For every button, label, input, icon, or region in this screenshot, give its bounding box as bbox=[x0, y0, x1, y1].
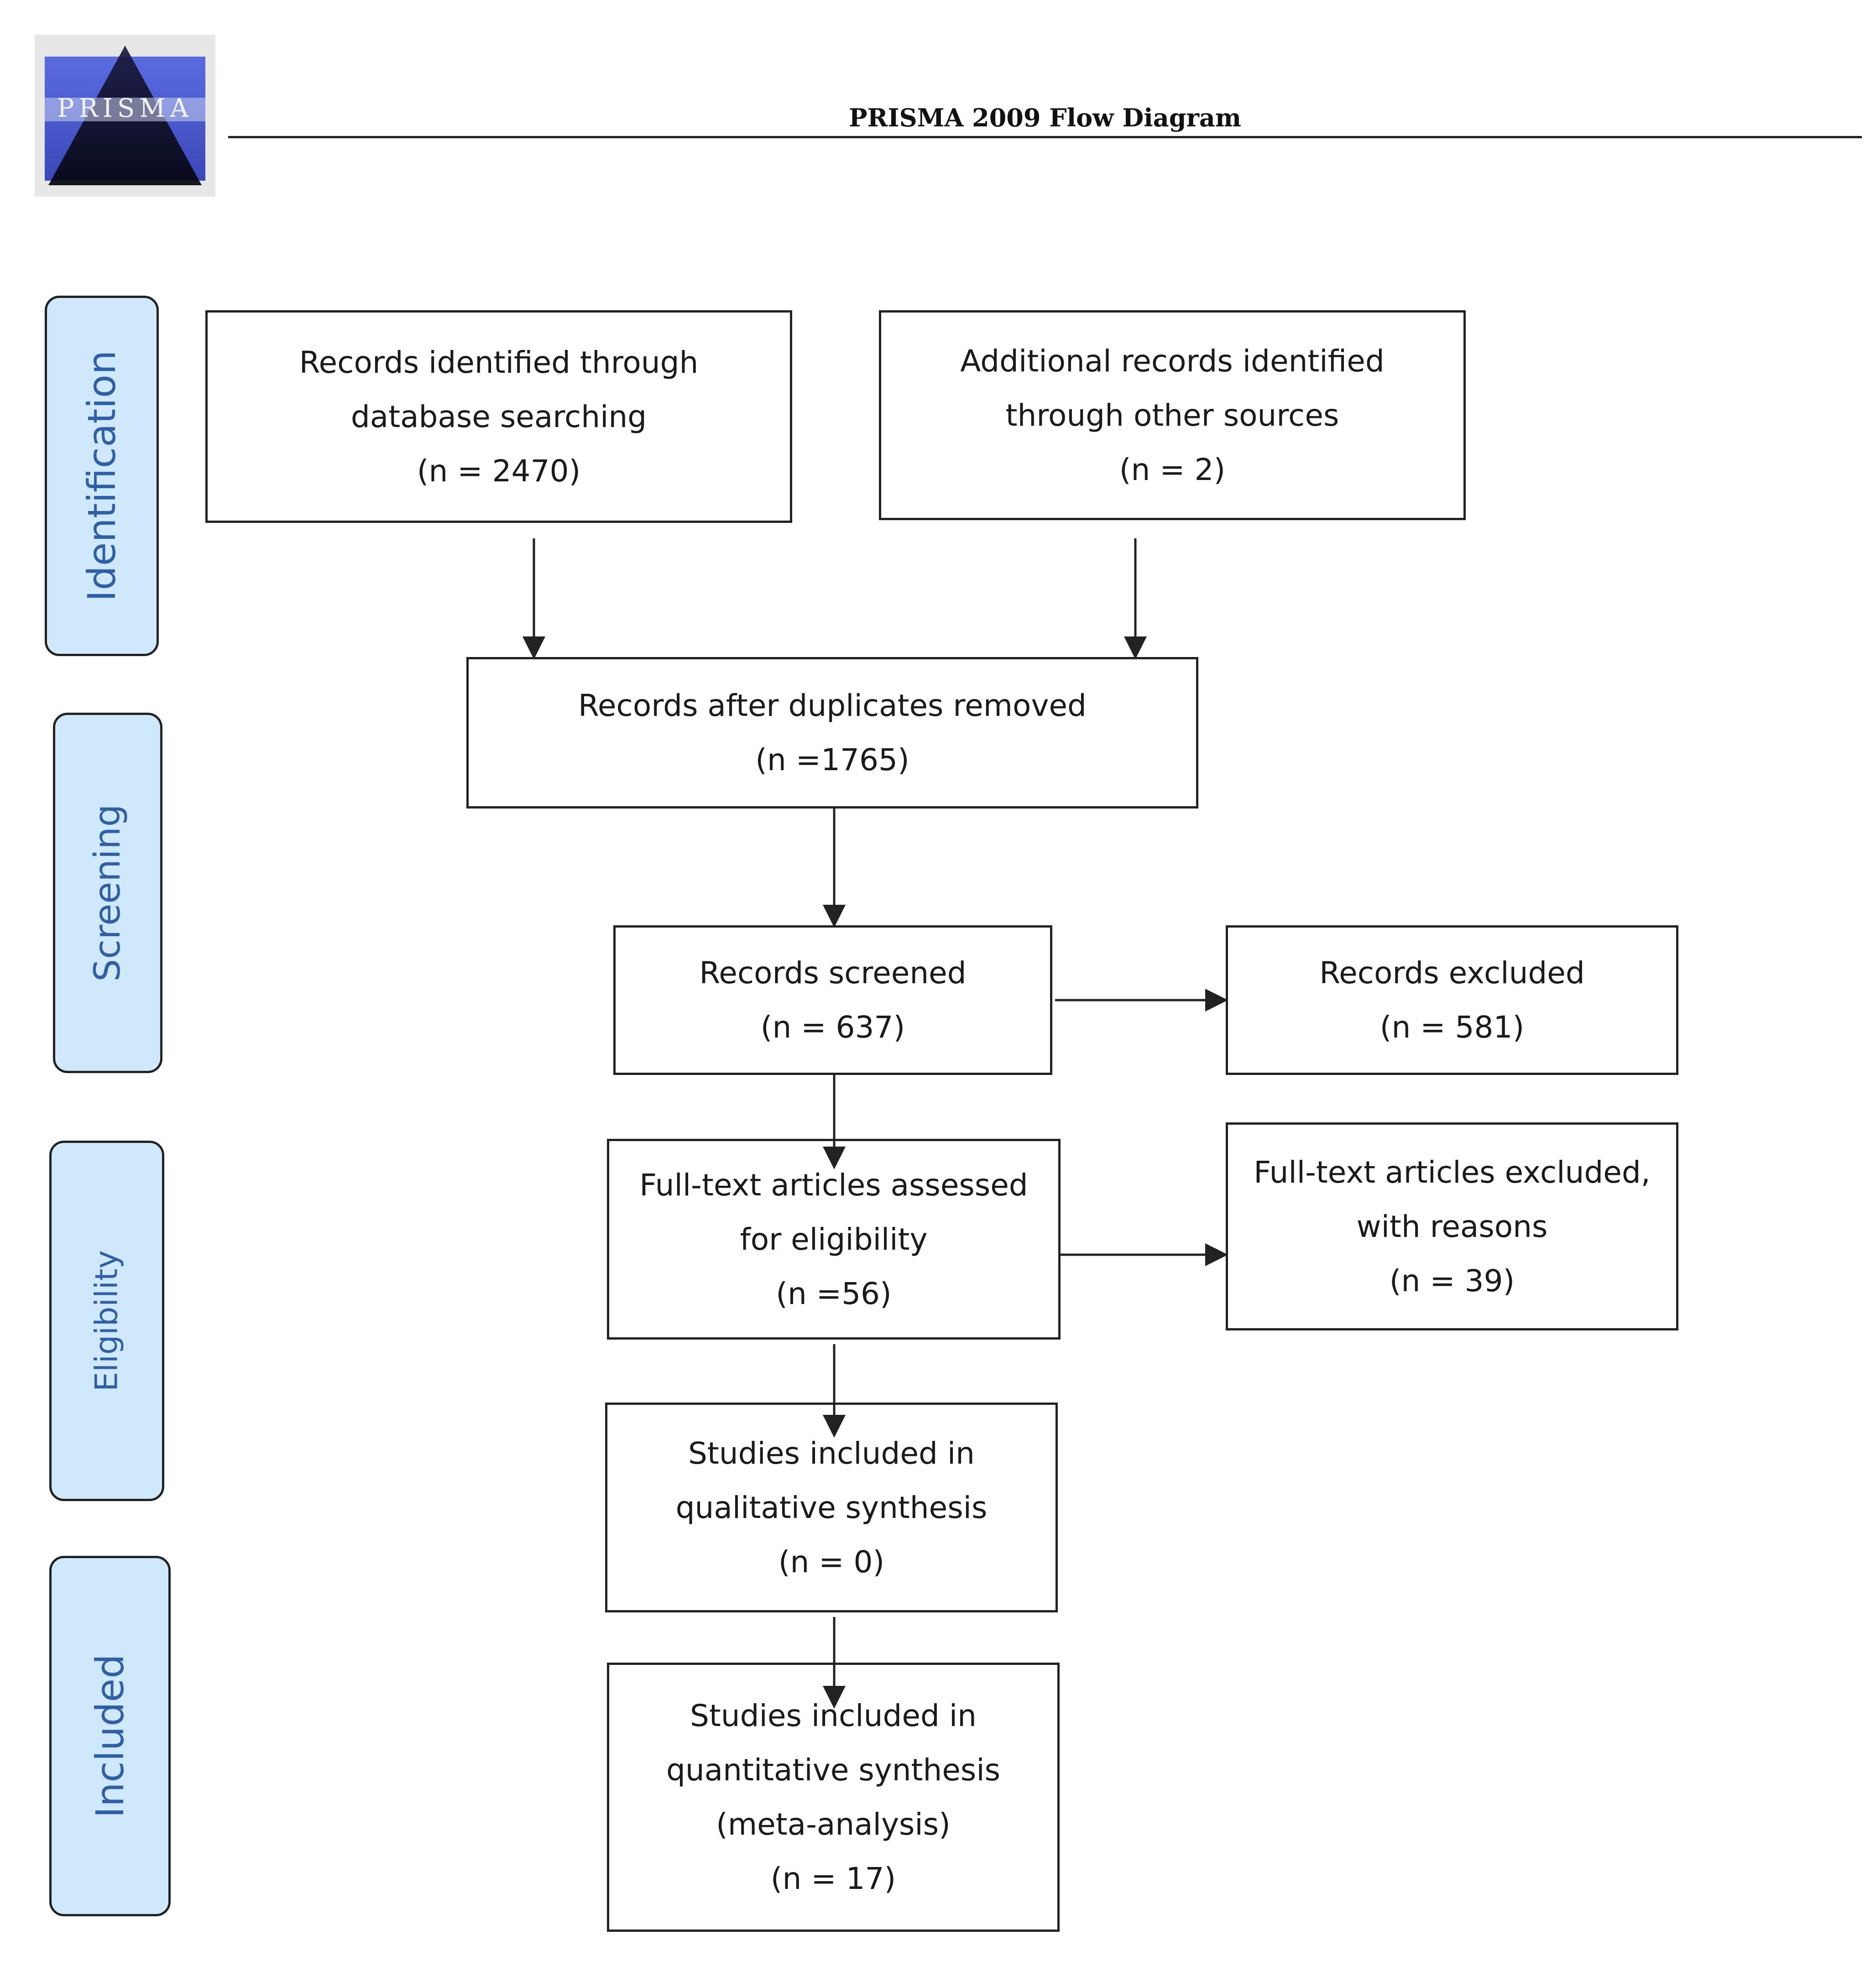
box-text-line: qualitative synthesis bbox=[675, 1490, 988, 1525]
phase-included: Included bbox=[49, 1556, 171, 1916]
prisma-logo: PRISMA bbox=[35, 35, 215, 197]
box-text-line: with reasons bbox=[1356, 1209, 1548, 1244]
box-text-line: Records after duplicates removed bbox=[578, 688, 1087, 723]
records-screened-box: Records screened (n = 637) bbox=[613, 925, 1052, 1075]
duplicates-removed-box: Records after duplicates removed (n =176… bbox=[466, 657, 1198, 808]
box-count: (n = 637) bbox=[760, 1010, 905, 1045]
box-text-line: Studies included in bbox=[690, 1698, 977, 1733]
phase-label-screening: Screening bbox=[87, 804, 128, 982]
box-count: (n = 0) bbox=[778, 1544, 885, 1580]
records-excluded-box: Records excluded (n = 581) bbox=[1226, 925, 1678, 1075]
box-text-line: Full-text articles excluded, bbox=[1254, 1154, 1651, 1190]
qualitative-synthesis-box: Studies included in qualitative synthesi… bbox=[605, 1403, 1058, 1612]
fulltext-excluded-box: Full-text articles excluded, with reason… bbox=[1226, 1122, 1678, 1330]
fulltext-assessed-box: Full-text articles assessed for eligibil… bbox=[607, 1139, 1061, 1340]
phase-identification: Identification bbox=[45, 296, 159, 656]
other-sources-box: Additional records identified through ot… bbox=[879, 310, 1466, 520]
box-text-line: Studies included in bbox=[688, 1435, 975, 1471]
box-text-line: Records screened bbox=[699, 955, 967, 991]
box-count: (n =1765) bbox=[755, 742, 909, 777]
header-divider bbox=[228, 136, 1862, 138]
phase-label-eligibility: Eligibility bbox=[89, 1250, 125, 1392]
logo-text: PRISMA bbox=[57, 94, 193, 123]
page-title: PRISMA 2009 Flow Diagram bbox=[848, 103, 1242, 132]
box-text-line: (meta-analysis) bbox=[716, 1807, 951, 1842]
box-text-line: Records identified through bbox=[299, 344, 699, 380]
database-search-box: Records identified through database sear… bbox=[205, 310, 792, 523]
phase-screening: Screening bbox=[53, 713, 162, 1073]
box-count: (n =56) bbox=[776, 1276, 892, 1311]
box-text-line: Additional records identified bbox=[960, 343, 1385, 379]
phase-label-included: Included bbox=[88, 1654, 132, 1818]
box-text-line: Records excluded bbox=[1319, 955, 1585, 991]
box-count: (n = 2470) bbox=[417, 453, 581, 489]
box-count: (n = 17) bbox=[770, 1861, 896, 1896]
box-text-line: quantitative synthesis bbox=[666, 1752, 1001, 1788]
box-count: (n = 581) bbox=[1380, 1010, 1525, 1045]
box-text-line: database searching bbox=[350, 399, 647, 434]
box-text-line: through other sources bbox=[1005, 397, 1339, 433]
phase-eligibility: Eligibility bbox=[49, 1141, 164, 1501]
quantitative-synthesis-box: Studies included in quantitative synthes… bbox=[607, 1663, 1060, 1932]
box-count: (n = 2) bbox=[1119, 452, 1226, 487]
box-text-line: Full-text articles assessed bbox=[639, 1167, 1028, 1203]
box-text-line: for eligibility bbox=[740, 1221, 928, 1257]
phase-label-identification: Identification bbox=[79, 350, 124, 602]
box-count: (n = 39) bbox=[1389, 1263, 1515, 1299]
